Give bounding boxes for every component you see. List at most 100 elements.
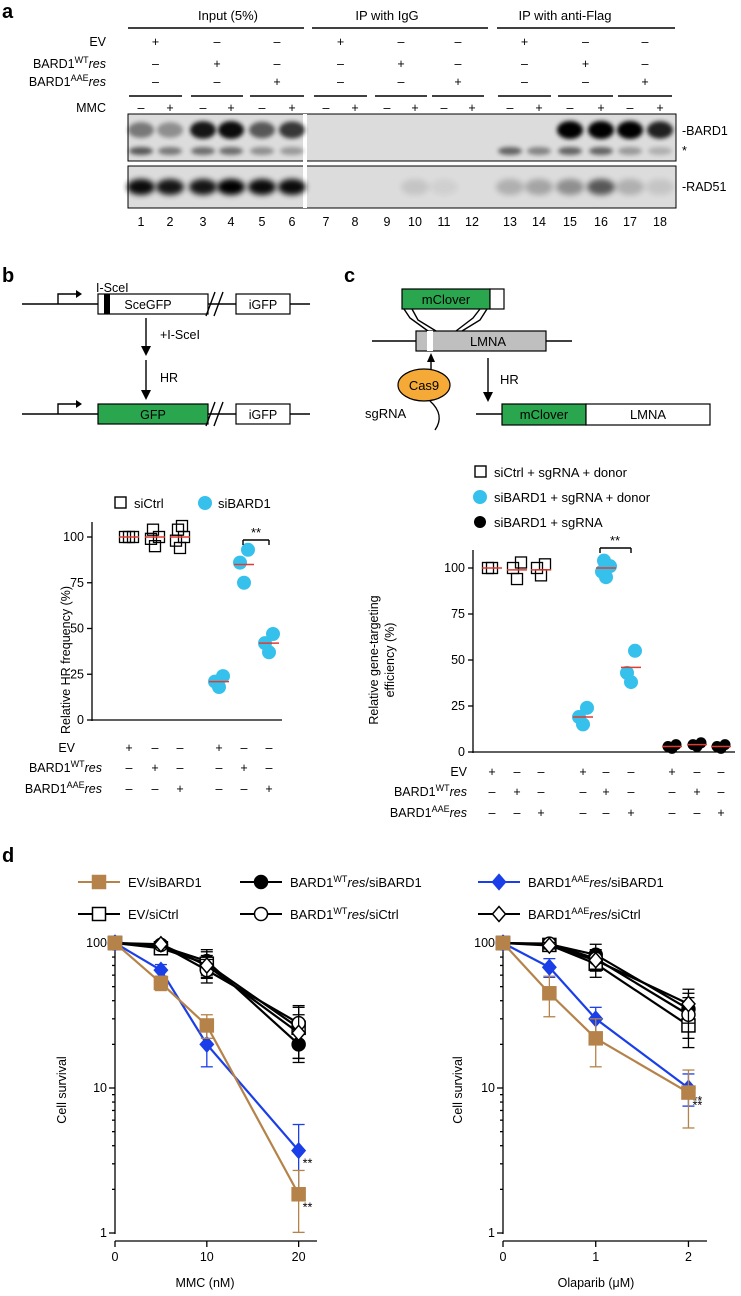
mmc-sign-7: + (351, 101, 358, 115)
point-1-8 (266, 626, 280, 641)
ylabel-b: Relative HR frequency (%) (59, 586, 73, 734)
cond-wt-2: – (538, 785, 545, 799)
band-star-14 (558, 147, 582, 155)
group-input: Input (5%) (198, 8, 258, 23)
sign-ev_row-1: – (214, 35, 221, 49)
marker-0-3 (291, 1187, 306, 1202)
band-bard1-4 (249, 121, 275, 139)
sig-2: ** (692, 1094, 702, 1108)
hr-label-c: HR (500, 372, 519, 387)
cond-aae-7: – (694, 806, 701, 820)
sign-wt_row-2: – (274, 57, 281, 71)
sign-ev_row-2: – (274, 35, 281, 49)
xlabel-d2: Olaparib (μM) (558, 1276, 635, 1290)
cond-ev-0: + (125, 741, 132, 755)
point-0-5 (534, 569, 548, 582)
legend-label-2: BARD1AAEres/siBARD1 (528, 874, 664, 890)
scegfp-label: SceGFP (124, 298, 171, 312)
panel-label-a: a (2, 1, 14, 23)
marker-5-1 (541, 936, 557, 955)
cond-aae-5: + (627, 806, 634, 820)
band-star-15 (589, 147, 613, 155)
marker-0-3 (681, 1085, 696, 1100)
lane-number-13: 14 (532, 215, 546, 229)
x-tick-label-2: 2 (685, 1250, 692, 1264)
legend-marker-c2 (473, 490, 487, 504)
lane-number-8: 9 (384, 215, 391, 229)
marker-0-0 (107, 935, 123, 951)
marker-0-1 (542, 986, 557, 1001)
cond-wt-5: – (628, 785, 635, 799)
band-bard1-17 (647, 121, 673, 139)
cond-b-ev: EV (58, 741, 75, 755)
mmc-sign-13: + (535, 101, 542, 115)
sign-wt_row-5: – (455, 57, 462, 71)
point-0-4 (144, 532, 158, 545)
band-rad51-10 (430, 179, 458, 195)
band-rad51-2 (189, 179, 217, 195)
point-1-2 (216, 669, 230, 684)
marker-5-2 (588, 951, 604, 969)
y-tick-label-50: 50 (451, 653, 465, 667)
y-tick-label-75: 75 (70, 576, 84, 590)
legend-marker-1 (253, 874, 269, 890)
cond-c-aae: BARD1AAEres (390, 804, 467, 820)
lmna-label-bottom: LMNA (630, 407, 666, 422)
legend-marker-0 (91, 874, 107, 890)
legend-c1: siCtrl + sgRNA + donor (494, 465, 628, 480)
cond-wt-8: – (718, 785, 725, 799)
sgrna-label: sgRNA (365, 406, 407, 421)
lane-number-12: 13 (503, 215, 517, 229)
sign-aae_row-6: – (521, 75, 528, 89)
sign-ev_row-0: + (152, 35, 159, 49)
sign-wt_row-0: – (152, 57, 159, 71)
point-1-4 (233, 555, 247, 570)
legend-marker-4 (253, 906, 269, 922)
cond-aae-0: – (126, 782, 133, 796)
point-0-4 (514, 556, 528, 569)
sign-aae_row-5: + (454, 75, 461, 89)
y-tick-label-1: 1 (488, 1226, 495, 1240)
marker-0-2 (199, 1018, 215, 1033)
cond-ev-8: – (718, 765, 725, 779)
cond-ev-2: – (538, 765, 545, 779)
cond-ev-5: – (266, 741, 273, 755)
sign-aae_row-4: – (398, 75, 405, 89)
group-ip-flag: IP with anti-Flag (519, 8, 612, 23)
marker-0-1 (153, 975, 169, 991)
point-0-11 (175, 519, 189, 533)
band-star-4 (250, 147, 274, 155)
band-star-17 (648, 147, 672, 155)
cond-wt-5: – (266, 761, 273, 775)
mclover-label-top: mClover (422, 292, 471, 307)
y-tick-label-25: 25 (70, 667, 84, 681)
mmc-sign-9: + (411, 101, 418, 115)
marker-5-2 (199, 956, 215, 975)
marker-2-2 (199, 1035, 215, 1053)
cond-wt-3: – (580, 785, 587, 799)
legend-marker-c3 (474, 516, 486, 528)
cond-aae-2: + (176, 782, 183, 796)
band-bard1-15 (588, 121, 614, 139)
marker-5-3 (680, 995, 696, 1013)
cond-aae-6: – (669, 806, 676, 820)
band-star-2 (191, 147, 215, 155)
point-0-6 (530, 561, 544, 575)
lane-number-14: 15 (563, 215, 577, 229)
panel-label-c: c (344, 265, 355, 287)
mmc-sign-16: – (627, 101, 634, 115)
lmna-label-top: LMNA (470, 334, 506, 349)
row-label-ev: EV (89, 35, 106, 49)
cond-ev-7: – (694, 765, 701, 779)
point-1-3 (237, 575, 251, 590)
point-1-6 (597, 553, 611, 568)
sign-ev_row-3: + (337, 35, 344, 49)
mmc-sign-10: – (441, 101, 448, 115)
panel-label-b: b (2, 265, 14, 287)
y-tick-label-25: 25 (451, 699, 465, 713)
x-tick-label-10: 10 (200, 1250, 214, 1264)
mmc-sign-1: + (166, 101, 173, 115)
panel-label-d: d (2, 845, 14, 867)
